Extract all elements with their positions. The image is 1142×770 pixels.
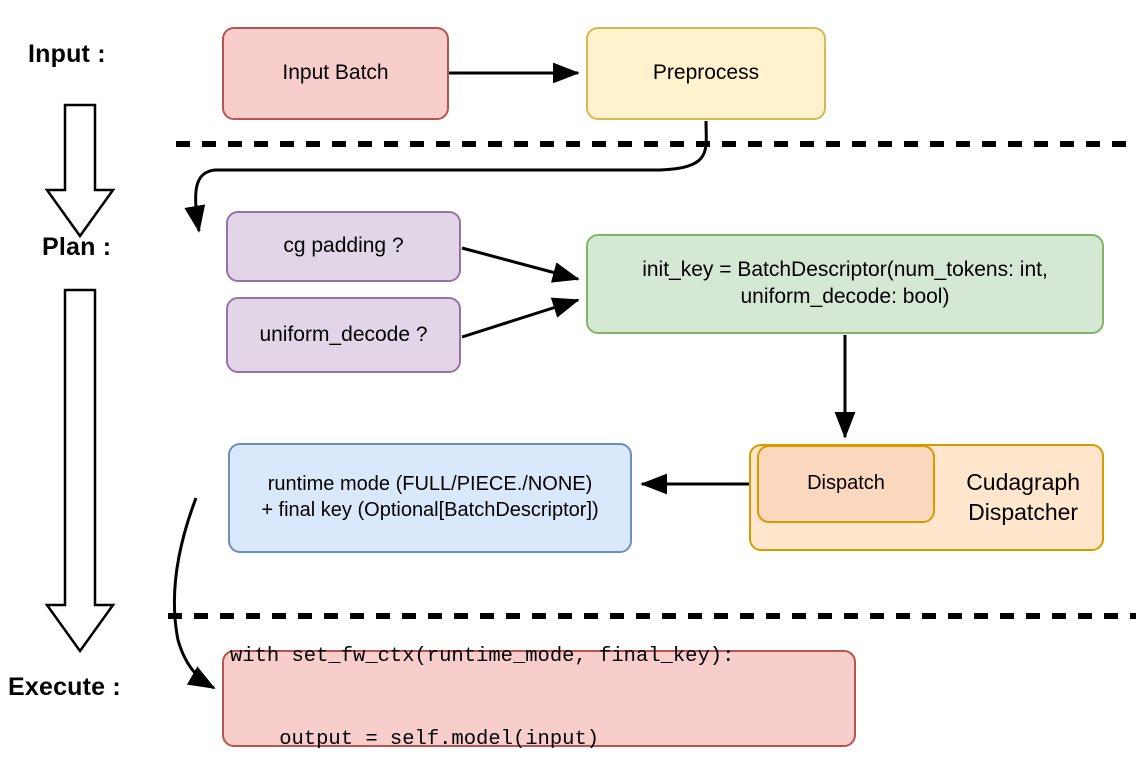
node-execute-code-line2: output = self.model(input)	[230, 728, 600, 752]
node-init-key-line2: uniform_decode: bool)	[740, 285, 950, 308]
stage-arrow-plan-to-execute	[44, 288, 116, 654]
node-cg-padding[interactable]: cg padding ?	[226, 211, 461, 282]
stage-label-input: Input :	[28, 40, 106, 68]
node-dispatch[interactable]: Dispatch	[757, 445, 935, 523]
node-dispatch-label: Dispatch	[807, 472, 885, 495]
node-uniform-decode-label: uniform_decode ?	[259, 322, 428, 346]
edge-uniform-decode-to-init-key	[461, 297, 580, 339]
node-runtime-mode-line1: runtime mode (FULL/PIECE./NONE)	[267, 473, 593, 496]
edge-cg-padding-to-init-key	[461, 246, 580, 283]
node-cudagraph-dispatcher-line2: Dispatcher	[968, 498, 1079, 525]
node-input-batch[interactable]: Input Batch	[222, 27, 449, 120]
node-cudagraph-dispatcher-line1: Cudagraph	[966, 468, 1080, 495]
stage-label-execute: Execute :	[8, 673, 121, 701]
stage-arrow-input-to-plan	[44, 103, 116, 239]
node-preprocess-label: Preprocess	[652, 61, 760, 85]
stage-label-plan: Plan :	[42, 233, 112, 261]
node-init-key[interactable]: init_key = BatchDescriptor(num_tokens: i…	[586, 234, 1104, 334]
node-init-key-line1: init_key = BatchDescriptor(num_tokens: i…	[642, 258, 1048, 282]
edge-runtime-mode-to-execute-code	[172, 497, 216, 690]
node-runtime-mode[interactable]: runtime mode (FULL/PIECE./NONE) + final …	[228, 443, 632, 553]
node-preprocess[interactable]: Preprocess	[586, 27, 826, 120]
node-input-batch-label: Input Batch	[282, 61, 389, 85]
node-execute-code[interactable]: with set_fw_ctx(runtime_mode, final_key)…	[222, 645, 856, 751]
node-uniform-decode[interactable]: uniform_decode ?	[226, 297, 461, 373]
node-runtime-mode-line2: + final key (Optional[BatchDescriptor])	[261, 499, 599, 521]
node-cg-padding-label: cg padding ?	[283, 234, 404, 258]
node-execute-code-line1: with set_fw_ctx(runtime_mode, final_key)…	[230, 645, 735, 669]
